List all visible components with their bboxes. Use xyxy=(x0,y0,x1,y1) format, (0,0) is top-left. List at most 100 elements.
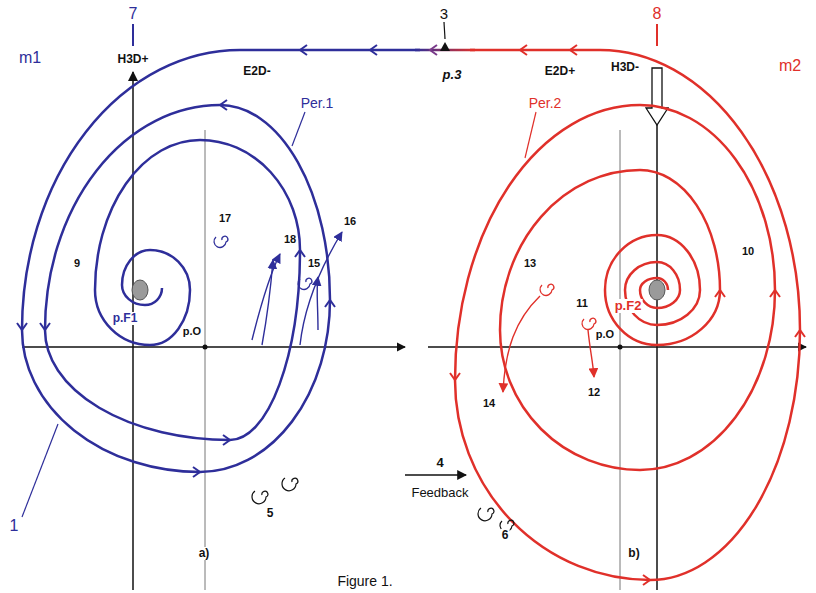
label-anchor: 1 xyxy=(9,517,20,535)
callout-number: 12 xyxy=(587,387,601,399)
label-anchor: 12 xyxy=(587,382,601,400)
point-label: p.O xyxy=(182,326,202,338)
manifold-label: E2D+ xyxy=(544,65,576,78)
callout-number: 7 xyxy=(128,6,139,23)
blue-spiral xyxy=(22,50,420,472)
leader-line xyxy=(292,112,305,146)
callout-number: 1 xyxy=(9,518,20,535)
callout-number: 11 xyxy=(575,298,589,310)
leader-line xyxy=(444,22,445,39)
label-anchor: 11 xyxy=(575,293,589,311)
callout-number: 10 xyxy=(741,246,755,258)
direction-chevron xyxy=(17,45,377,477)
saddle-point xyxy=(440,42,450,51)
label-anchor: 15 xyxy=(307,253,321,271)
label-anchor: p.F2 xyxy=(614,296,643,314)
callout-number: 3 xyxy=(439,6,449,22)
callout-number: 5 xyxy=(266,507,275,520)
callout-number: 4 xyxy=(435,456,444,470)
label-anchor: H3D+ xyxy=(116,49,149,67)
leader-line xyxy=(525,112,536,158)
small-spiral xyxy=(252,491,268,504)
panel-label: b) xyxy=(627,547,640,560)
callout-number: 13 xyxy=(523,258,537,270)
point-label: p.3 xyxy=(442,68,463,82)
trajectory xyxy=(262,260,273,345)
panel-label: a) xyxy=(198,547,211,560)
callout-number: 15 xyxy=(307,258,321,270)
red-spiral xyxy=(455,50,800,580)
small-spiral xyxy=(582,318,596,329)
x-axis xyxy=(428,346,806,347)
label-anchor: Feedback xyxy=(410,483,469,501)
label-anchor: 3 xyxy=(439,5,449,23)
label-anchor: 16 xyxy=(343,211,357,229)
point-label: p.F2 xyxy=(614,299,643,313)
period-label: Per.2 xyxy=(528,96,563,111)
label-anchor: p.F1 xyxy=(112,308,139,326)
label-anchor: 6 xyxy=(501,525,510,543)
direction-chevron xyxy=(450,45,805,585)
axis-label: H3D- xyxy=(610,61,640,74)
label-anchor: p.3 xyxy=(442,65,463,83)
h3d-axis xyxy=(132,72,134,590)
label-anchor: 10 xyxy=(741,241,755,259)
curve-name: m2 xyxy=(778,58,802,75)
point-label: p.O xyxy=(595,329,615,341)
h3d-axis xyxy=(656,125,658,590)
label-anchor: 14 xyxy=(482,393,496,411)
small-spiral xyxy=(540,284,554,295)
label-anchor: 9 xyxy=(73,253,81,271)
origin-point xyxy=(203,345,208,350)
label-anchor: b) xyxy=(627,543,640,561)
label-anchor: 7 xyxy=(128,5,139,23)
focus-point xyxy=(132,280,148,300)
point-label: p.F1 xyxy=(112,312,139,325)
trajectory xyxy=(252,254,280,340)
small-spiral xyxy=(298,278,312,289)
callout-number: 16 xyxy=(343,216,357,228)
hollow-arrow xyxy=(646,68,668,125)
trajectory xyxy=(503,296,540,392)
direction-chevron xyxy=(430,45,437,55)
grid-line xyxy=(620,130,621,590)
label-anchor: E2D+ xyxy=(544,61,576,79)
period-label: Per.1 xyxy=(300,96,335,111)
label-anchor: 8 xyxy=(652,5,663,23)
label-anchor: 18 xyxy=(283,229,297,247)
label-anchor: 4 xyxy=(435,453,444,471)
label-anchor: Per.2 xyxy=(528,94,563,112)
small-spiral xyxy=(282,478,298,491)
callout-number: 8 xyxy=(652,6,663,23)
small-spiral xyxy=(478,508,494,521)
callout-number: 18 xyxy=(283,234,297,246)
label-anchor: p.O xyxy=(595,324,615,342)
callout-number: 14 xyxy=(482,398,496,410)
callout-number: 6 xyxy=(501,529,510,542)
label-anchor: m1 xyxy=(18,49,42,67)
label-anchor: m2 xyxy=(778,57,802,75)
figure-caption: Figure 1. xyxy=(336,574,393,589)
grid-line xyxy=(205,130,206,590)
focus-point xyxy=(649,280,665,300)
curve-name: m1 xyxy=(18,50,42,67)
label-anchor: 13 xyxy=(523,253,537,271)
feedback-arrow xyxy=(405,474,466,475)
manifold-label: E2D- xyxy=(242,65,271,78)
trajectory xyxy=(316,277,318,330)
label-anchor: H3D- xyxy=(610,57,640,75)
small-spiral xyxy=(214,236,228,247)
trajectory xyxy=(588,330,594,377)
label-anchor: 17 xyxy=(218,208,232,226)
x-axis xyxy=(22,346,405,347)
callout-number: 17 xyxy=(218,213,232,225)
label-anchor: a) xyxy=(198,543,211,561)
leader-7 xyxy=(132,24,134,46)
label-anchor: p.O xyxy=(182,321,202,339)
arrow-label: Feedback xyxy=(410,486,469,500)
origin-point xyxy=(618,345,623,350)
label-anchor: Per.1 xyxy=(300,94,335,112)
